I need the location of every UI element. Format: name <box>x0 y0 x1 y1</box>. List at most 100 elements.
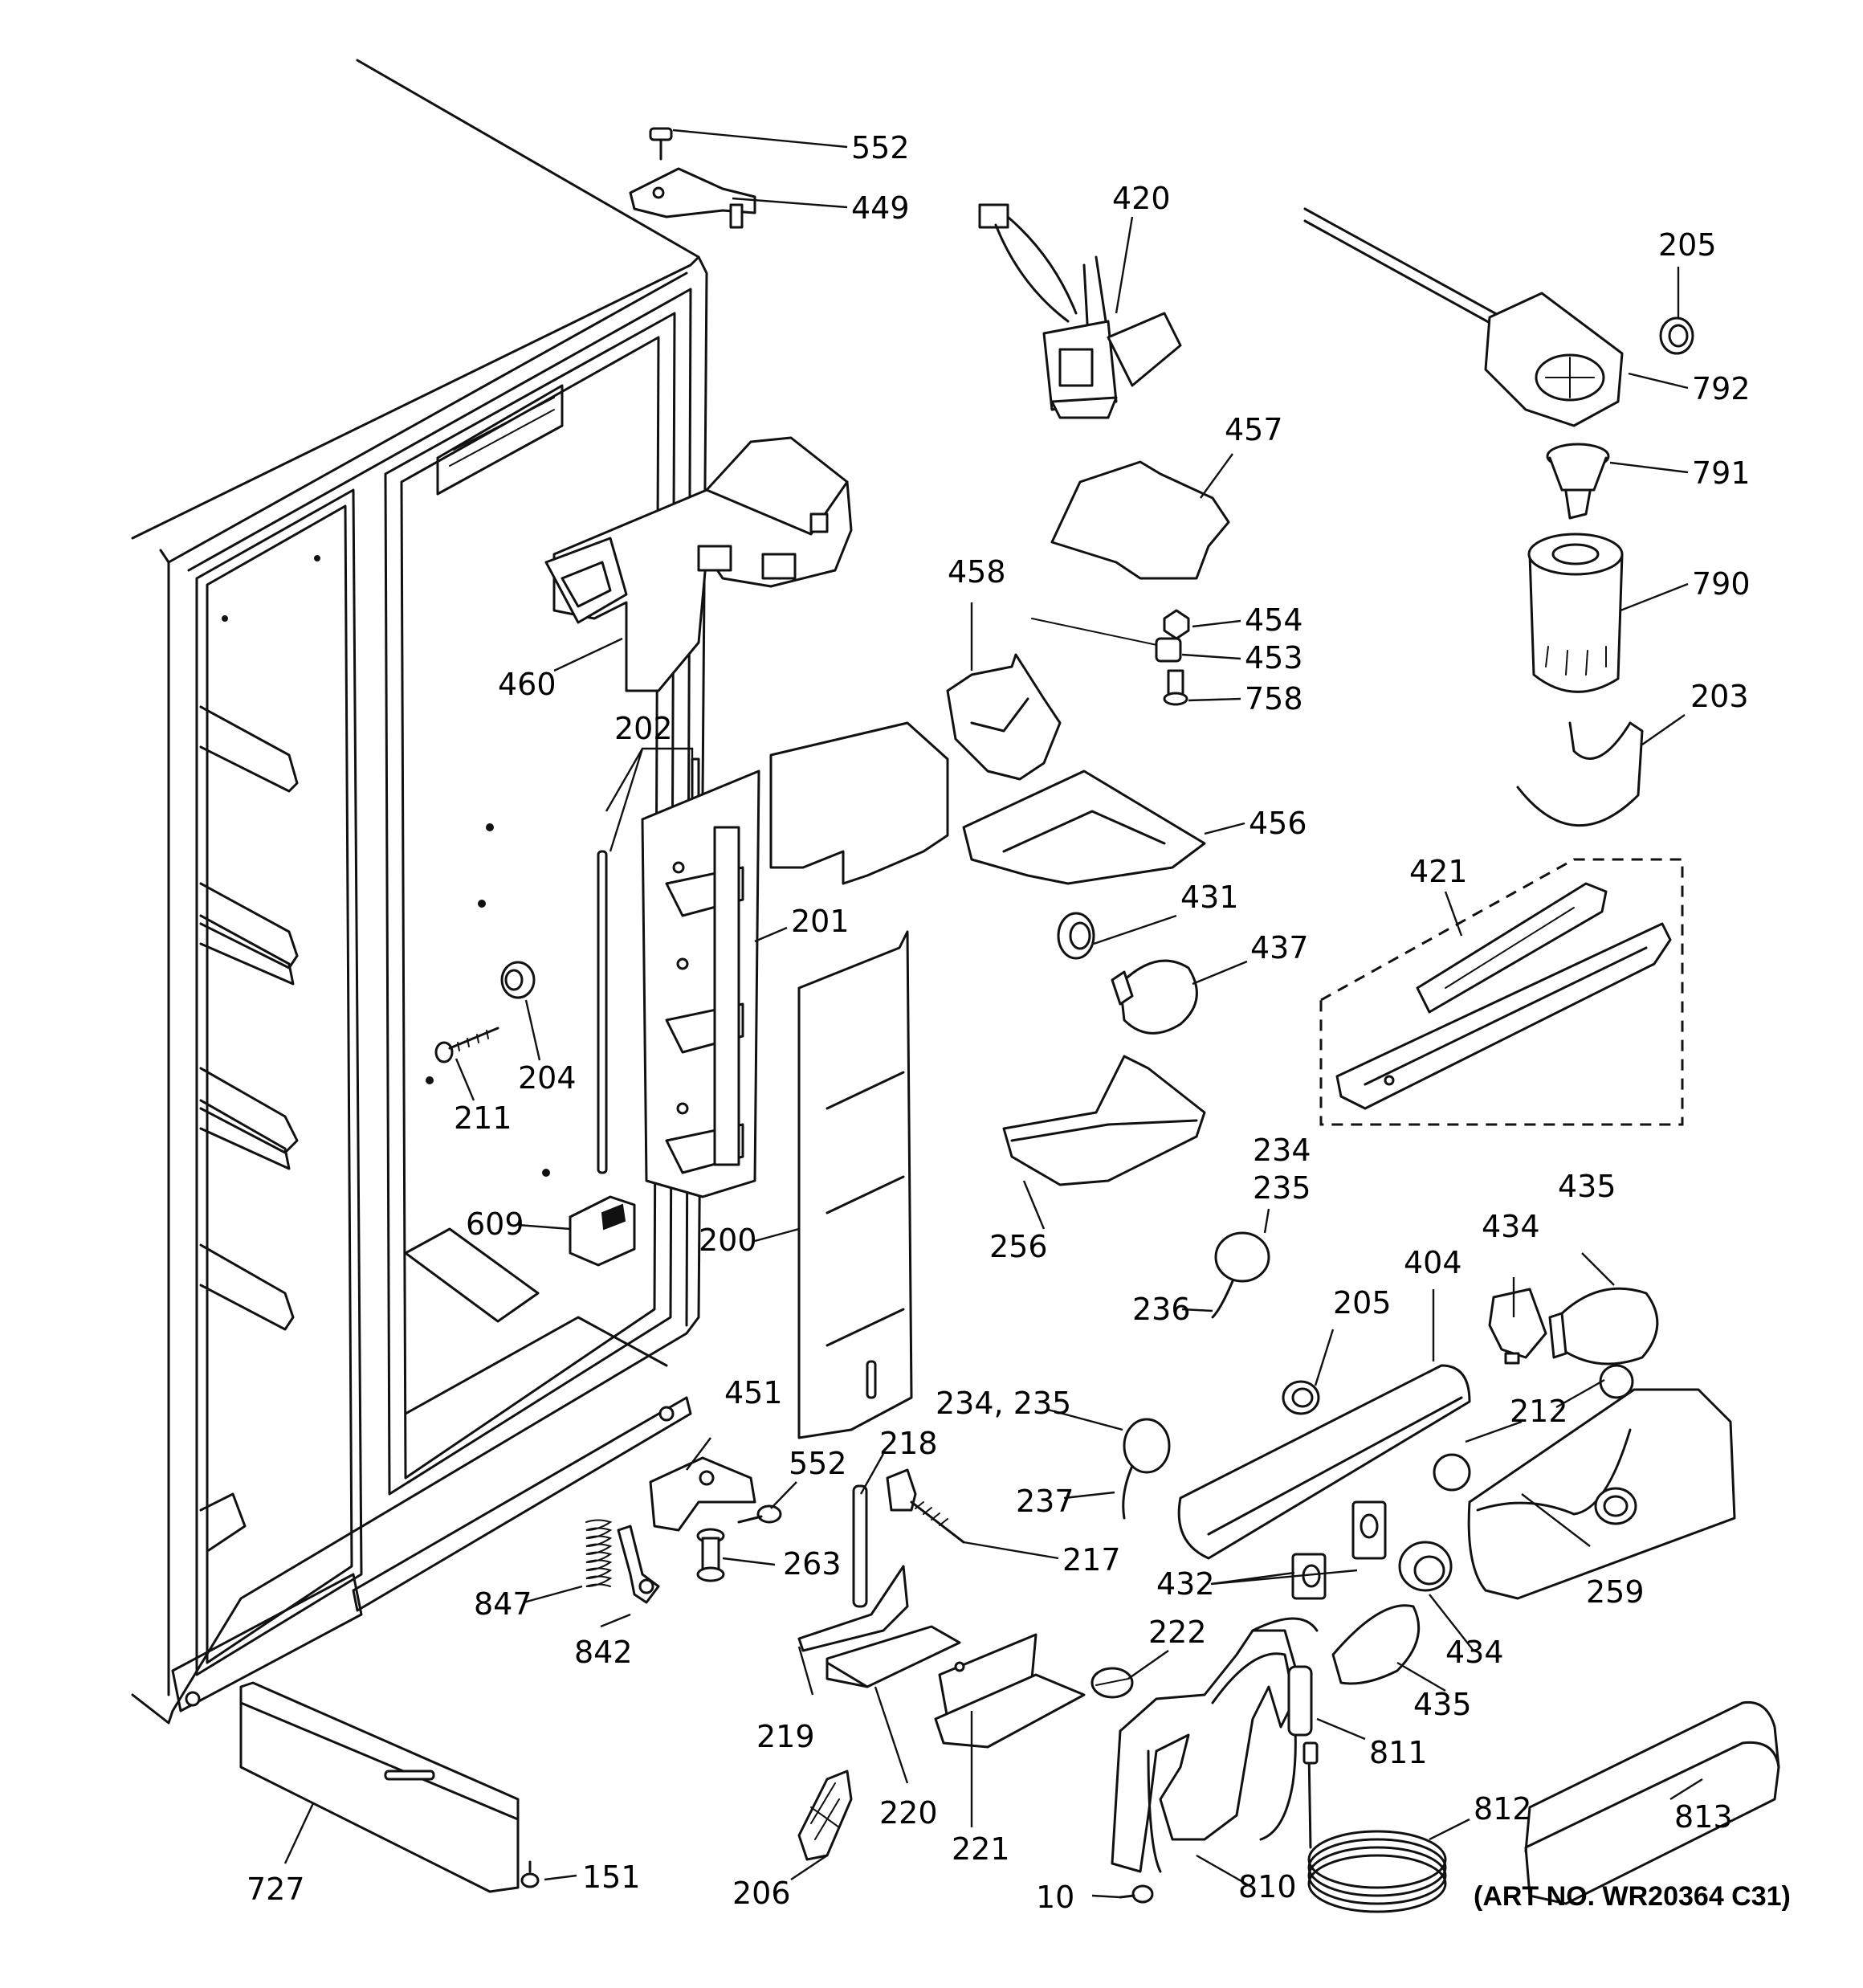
label-235a: 235 <box>1253 1170 1311 1206</box>
label-552a: 552 <box>851 130 910 165</box>
pin-263 <box>696 1528 725 1582</box>
housing-259 <box>1467 1388 1736 1600</box>
o-ring-205 <box>1659 316 1694 355</box>
bulb-437 <box>1111 959 1198 1035</box>
filter-cap-203 <box>1516 721 1644 827</box>
grille-206 <box>797 1770 853 1861</box>
part-labels: 552 449 420 205 792 791 790 457 458 454 … <box>247 130 1791 1915</box>
label-200: 200 <box>699 1223 757 1258</box>
label-458: 458 <box>948 554 1006 590</box>
label-151: 151 <box>582 1859 641 1895</box>
door-liner-200 <box>797 930 913 1439</box>
screw-10 <box>1119 1884 1154 1904</box>
label-791: 791 <box>1692 455 1751 491</box>
label-263: 263 <box>783 1546 842 1582</box>
bushing-212 <box>1433 1364 1634 1492</box>
label-10: 10 <box>1036 1880 1074 1915</box>
label-451: 451 <box>724 1375 783 1410</box>
label-211: 211 <box>454 1100 512 1136</box>
chute-door-221 <box>934 1633 1086 1749</box>
spring-237 <box>1122 1418 1171 1520</box>
label-758: 758 <box>1245 681 1303 716</box>
label-790: 790 <box>1692 566 1751 602</box>
screw-151 <box>520 1860 540 1888</box>
label-202: 202 <box>614 711 673 746</box>
filter-head-792 <box>1303 207 1624 427</box>
water-filter-790 <box>1527 533 1624 693</box>
label-847: 847 <box>474 1586 532 1622</box>
label-457: 457 <box>1225 412 1283 447</box>
label-842: 842 <box>574 1635 633 1670</box>
label-237: 237 <box>1016 1484 1074 1519</box>
paddle-219 <box>797 1565 909 1652</box>
label-259: 259 <box>1586 1574 1645 1610</box>
actuator-220 <box>826 1625 961 1688</box>
bracket-458 <box>946 653 1062 781</box>
label-203: 203 <box>1690 679 1749 714</box>
label-552b: 552 <box>789 1446 847 1481</box>
shaft-217 <box>886 1468 965 1544</box>
label-434a: 434 <box>1482 1209 1540 1244</box>
cover-813 <box>1524 1700 1780 1905</box>
label-454: 454 <box>1245 602 1303 638</box>
bracket-451 <box>649 1456 756 1532</box>
dispenser-module-421 <box>1319 858 1684 1126</box>
label-449: 449 <box>851 190 910 226</box>
water-tank-810 <box>1111 1617 1319 1873</box>
spring-236 <box>1211 1231 1270 1319</box>
strip-202 <box>597 757 700 1174</box>
label-236: 236 <box>1132 1292 1191 1327</box>
label-421: 421 <box>1409 854 1468 889</box>
cabinet-outline <box>131 59 708 1725</box>
cam-842 <box>617 1525 660 1604</box>
label-813: 813 <box>1674 1799 1733 1835</box>
tube-coil-812 <box>1302 1741 1447 1913</box>
bulb-435b <box>1331 1604 1421 1685</box>
drip-tray-256 <box>1002 1055 1206 1186</box>
switch-609 <box>569 1195 636 1267</box>
label-218: 218 <box>879 1426 938 1461</box>
label-420: 420 <box>1112 181 1171 216</box>
kickplate-727 <box>239 1681 520 1893</box>
socket-431 <box>1057 912 1095 960</box>
art-number: (ART NO. WR20364 C31) <box>1474 1881 1791 1912</box>
leader-lines <box>283 129 1703 1899</box>
bulb-435a <box>1548 1287 1659 1365</box>
damper-453 <box>1031 618 1182 663</box>
label-431: 431 <box>1180 880 1239 915</box>
label-219: 219 <box>756 1719 815 1754</box>
label-234b: 234, 235 <box>936 1386 1071 1421</box>
label-222: 222 <box>1148 1614 1207 1650</box>
label-201: 201 <box>791 904 850 939</box>
label-727: 727 <box>247 1872 305 1907</box>
label-609: 609 <box>466 1206 524 1242</box>
bushing-204 <box>500 961 536 999</box>
mounting-plate-457 <box>1050 460 1230 580</box>
label-812: 812 <box>1474 1791 1532 1827</box>
bushing-205b <box>1282 1380 1320 1415</box>
label-811: 811 <box>1369 1735 1428 1770</box>
label-437: 437 <box>1250 930 1309 965</box>
label-460: 460 <box>498 667 556 702</box>
label-205b: 205 <box>1333 1285 1392 1321</box>
socket-434a <box>1488 1288 1547 1365</box>
label-792: 792 <box>1692 371 1751 406</box>
label-456: 456 <box>1249 806 1307 841</box>
wiring-harness-420 <box>978 203 1182 419</box>
connector-811 <box>1287 1665 1313 1737</box>
hinge-screw-552 <box>649 127 673 161</box>
rod-218 <box>852 1484 868 1608</box>
label-234a: 234 <box>1253 1133 1311 1168</box>
label-404: 404 <box>1404 1245 1462 1280</box>
screw-758 <box>1163 669 1188 706</box>
frame-201 <box>641 769 760 1198</box>
label-217: 217 <box>1062 1542 1121 1578</box>
socket-434b <box>1398 1541 1453 1592</box>
label-434b: 434 <box>1445 1635 1504 1670</box>
label-212: 212 <box>1510 1394 1568 1429</box>
air-duct-460 <box>544 436 853 692</box>
label-453: 453 <box>1245 640 1303 676</box>
label-221: 221 <box>952 1831 1010 1867</box>
label-435b: 435 <box>1413 1687 1472 1722</box>
